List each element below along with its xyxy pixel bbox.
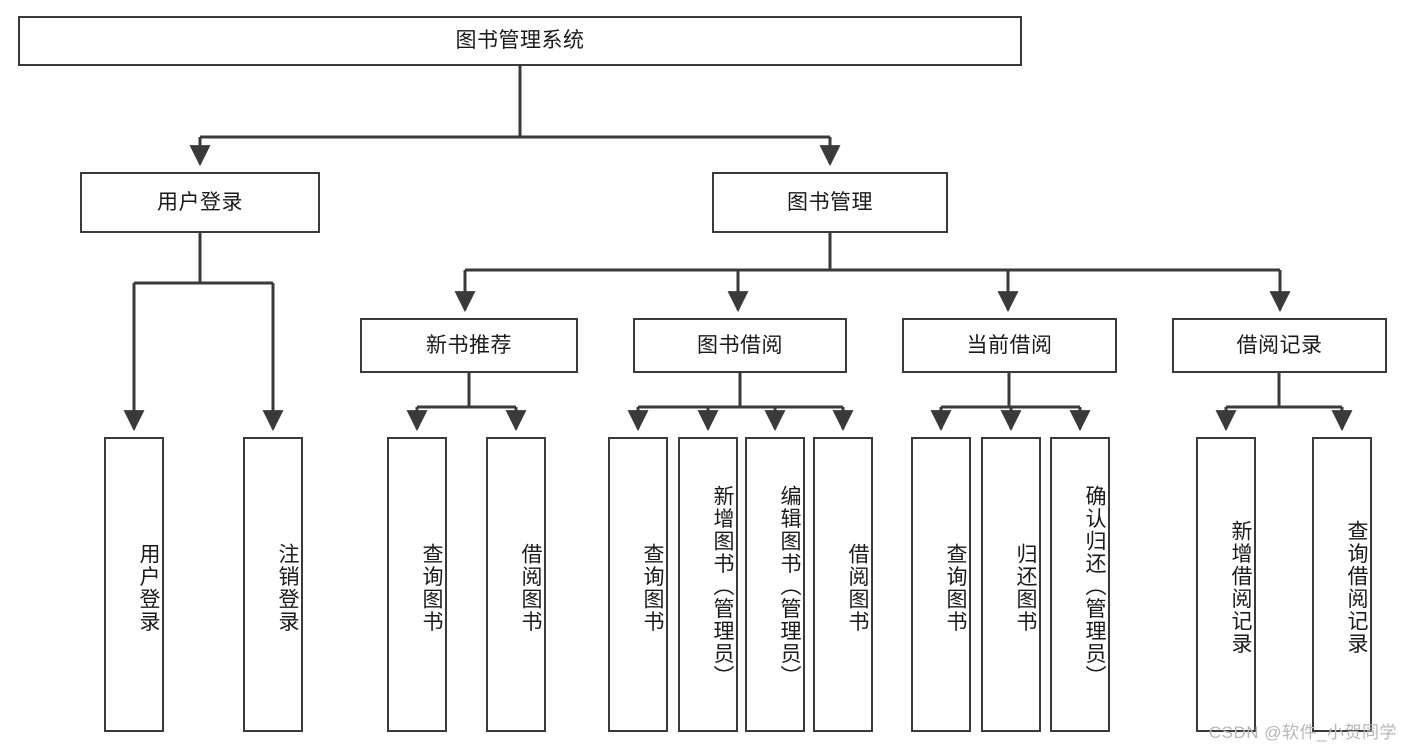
leaf-node-label: 归还图书 <box>1014 542 1037 633</box>
leaf-node-label: 查询借阅记录 <box>1345 520 1368 655</box>
leaf-node[interactable]: 查询图书 <box>911 437 971 732</box>
watermark: CSDN @软件_小贺同学 <box>1208 723 1397 742</box>
leaf-node[interactable]: 查询图书 <box>608 437 668 732</box>
node-new-book-recommend-label: 新书推荐 <box>426 333 512 357</box>
leaf-node[interactable]: 注销登录 <box>243 437 303 732</box>
node-book-management-label: 图书管理 <box>787 190 873 214</box>
leaf-node[interactable]: 查询图书 <box>387 437 447 732</box>
leaf-node-label: 新增图书（管理员） <box>711 485 734 688</box>
node-borrow-records[interactable]: 借阅记录 <box>1172 318 1387 373</box>
leaf-node-label: 确认归还（管理员） <box>1083 485 1106 688</box>
leaf-node-label: 查询图书 <box>420 542 443 633</box>
leaf-node-label: 注销登录 <box>276 542 299 633</box>
node-user-login[interactable]: 用户登录 <box>80 172 320 233</box>
leaf-node[interactable]: 查询借阅记录 <box>1312 437 1372 732</box>
leaf-node[interactable]: 新增借阅记录 <box>1196 437 1256 732</box>
node-new-book-recommend[interactable]: 新书推荐 <box>360 318 578 373</box>
leaf-node-label: 借阅图书 <box>519 542 542 633</box>
node-current-borrow[interactable]: 当前借阅 <box>902 318 1117 373</box>
node-borrow-records-label: 借阅记录 <box>1236 333 1323 357</box>
node-book-borrow-label: 图书借阅 <box>697 333 783 357</box>
leaf-node-label: 借阅图书 <box>846 542 869 633</box>
leaf-node-label: 查询图书 <box>944 542 967 633</box>
leaf-node-label: 编辑图书（管理员） <box>778 485 801 688</box>
node-current-borrow-label: 当前借阅 <box>966 333 1053 357</box>
node-user-login-label: 用户登录 <box>157 190 243 214</box>
node-book-borrow[interactable]: 图书借阅 <box>633 318 847 373</box>
leaf-node[interactable]: 确认归还（管理员） <box>1050 437 1110 732</box>
leaf-node[interactable]: 借阅图书 <box>813 437 873 732</box>
leaf-node[interactable]: 用户登录 <box>104 437 164 732</box>
leaf-node-label: 查询图书 <box>641 542 664 633</box>
leaf-node-label: 新增借阅记录 <box>1229 520 1252 655</box>
leaf-node[interactable]: 归还图书 <box>981 437 1041 732</box>
leaf-node[interactable]: 编辑图书（管理员） <box>745 437 805 732</box>
node-root[interactable]: 图书管理系统 <box>18 16 1022 66</box>
leaf-node[interactable]: 借阅图书 <box>486 437 546 732</box>
node-book-management[interactable]: 图书管理 <box>712 172 948 233</box>
leaf-node[interactable]: 新增图书（管理员） <box>678 437 738 732</box>
node-root-label: 图书管理系统 <box>455 29 585 53</box>
leaf-node-label: 用户登录 <box>137 542 160 633</box>
